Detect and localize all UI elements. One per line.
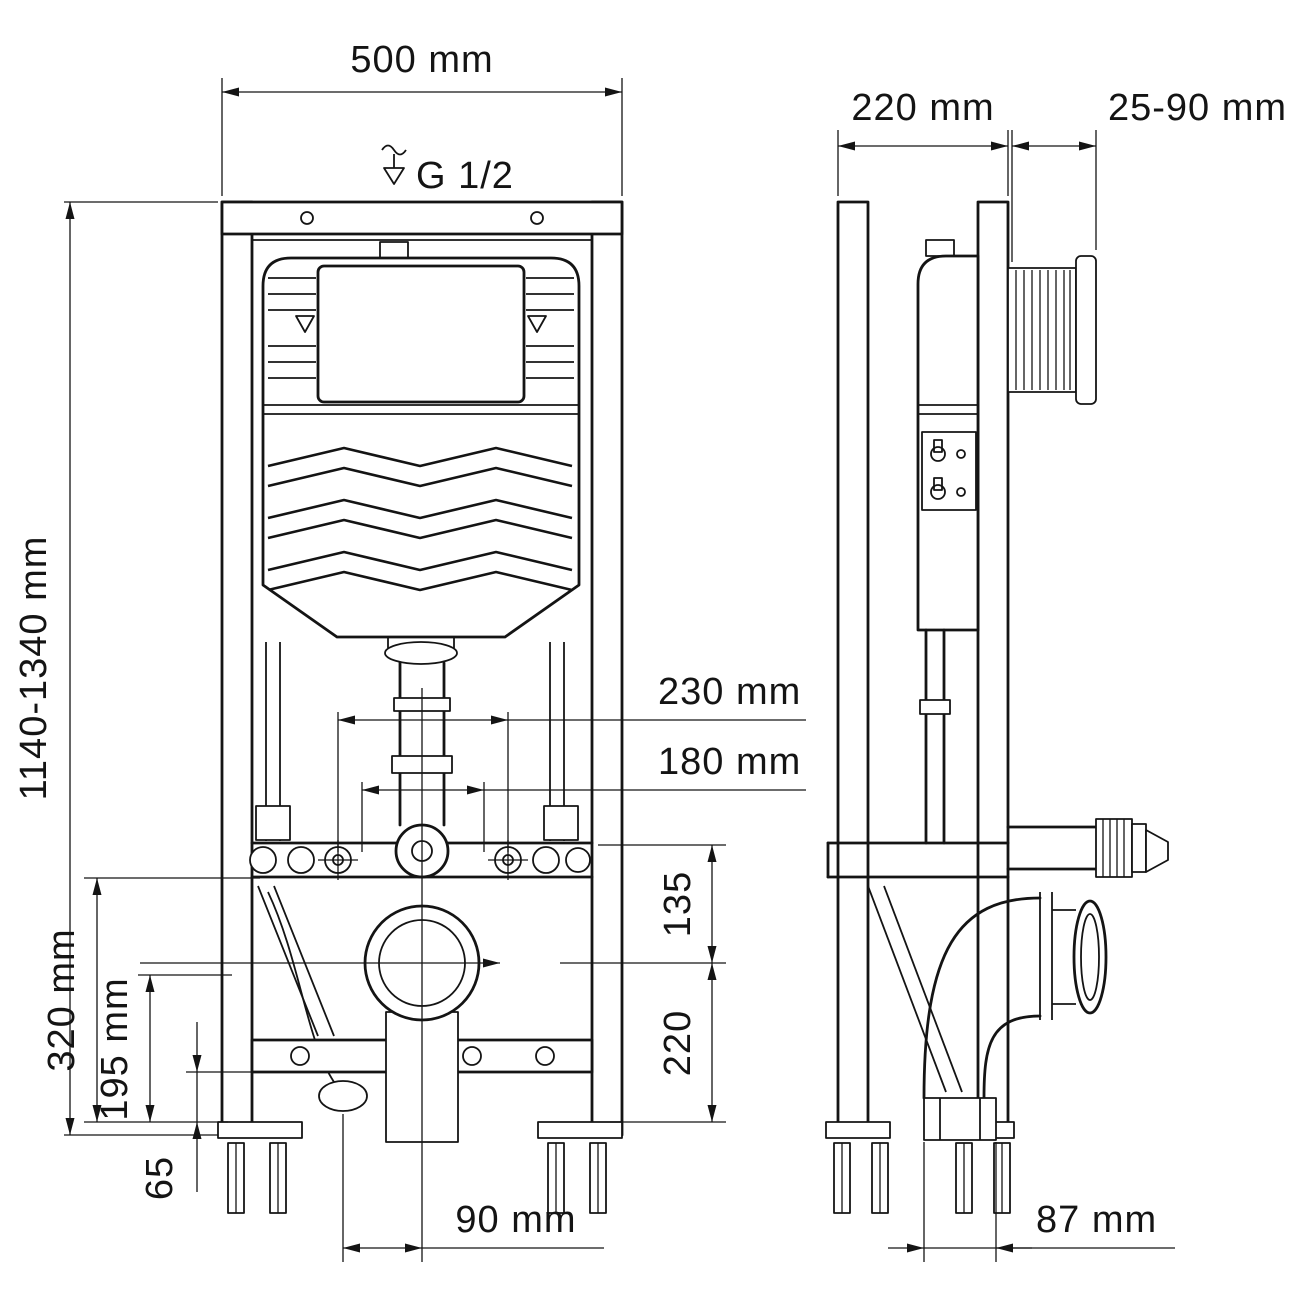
water-supply-icon xyxy=(381,144,407,185)
side-frame xyxy=(836,200,1010,1137)
cistern xyxy=(261,241,581,639)
access-window xyxy=(316,264,526,404)
outlet-flange xyxy=(1072,899,1108,1015)
flush-panel-housing xyxy=(1007,255,1097,405)
inlet-spigot xyxy=(1145,829,1169,873)
side-view: 220 mm 25-90 mm 87 mm xyxy=(825,87,1287,1262)
side-feet xyxy=(825,1097,1015,1214)
filler-valve-cap xyxy=(379,241,409,259)
threaded-section xyxy=(1095,818,1133,878)
hose-clamp xyxy=(318,1080,368,1112)
dim-clamp-height: 195 mm xyxy=(94,977,136,1120)
front-dimensions: 500 mm G 1/2 1140-1340 mm 230 mm xyxy=(13,39,806,1262)
panel-flange xyxy=(1075,255,1097,405)
water-level-waves xyxy=(267,446,573,592)
front-frame xyxy=(220,200,624,1137)
keyhole-bracket xyxy=(921,431,977,511)
bottom-outlet xyxy=(923,1097,997,1141)
dim-fixing-inner: 180 mm xyxy=(658,741,801,783)
adjustable-feet xyxy=(217,1121,623,1214)
dim-frame-depth: 220 mm xyxy=(851,87,994,129)
filler-valve-cap xyxy=(925,239,955,257)
dim-frame-width: 500 mm xyxy=(350,39,493,81)
flush-pipe xyxy=(384,637,458,827)
dim-panel-adjustment: 25-90 mm xyxy=(1108,87,1287,129)
dim-fixing-outer: 230 mm xyxy=(658,671,801,713)
waste-elbow xyxy=(922,892,1108,1100)
front-view: 500 mm G 1/2 1140-1340 mm 230 mm xyxy=(13,39,806,1262)
dim-base-height: 65 xyxy=(139,1156,181,1200)
dim-bracket-height: 320 mm xyxy=(41,928,83,1071)
dim-bracket-to-outlet: 135 xyxy=(657,871,699,937)
marker-triangle-icon xyxy=(295,315,315,333)
dim-outlet-height: 220 xyxy=(657,1010,699,1076)
waste-outlet xyxy=(140,688,500,1262)
marker-triangle-icon xyxy=(527,315,547,333)
dim-outlet-depth: 87 mm xyxy=(1036,1199,1157,1241)
dim-outlet-offset: 90 mm xyxy=(455,1199,576,1241)
dim-water-supply: G 1/2 xyxy=(416,155,514,197)
mounting-bracket xyxy=(249,823,594,880)
side-dimensions: 220 mm 25-90 mm 87 mm xyxy=(837,87,1287,1262)
side-cistern xyxy=(916,239,980,845)
side-bracket-and-inlet xyxy=(826,818,1169,879)
side-slats xyxy=(268,277,574,379)
dim-frame-height: 1140-1340 mm xyxy=(13,536,55,801)
